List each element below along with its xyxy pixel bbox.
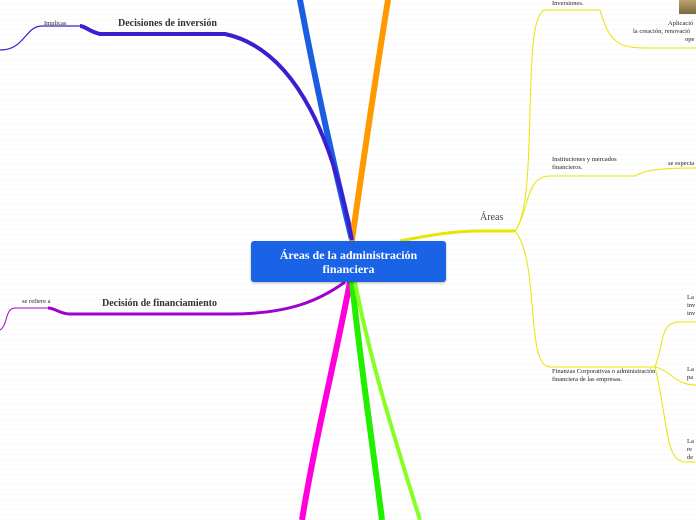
financing-branch-line [47, 280, 346, 316]
investment-branch-line [79, 24, 354, 241]
inversiones-detail-line2: la creación, renovació [633, 28, 691, 35]
financing-connector-line [0, 307, 48, 331]
corporativas-detail-2-line1: La [687, 366, 694, 373]
area-item-instituciones[interactable]: Instituciones y mercados financieros. [552, 156, 617, 171]
investment-connector-line [0, 25, 80, 51]
green-branch-line [349, 281, 385, 520]
area-item-corporativas[interactable]: Finanzas Corporativas o administración f… [552, 368, 656, 383]
corporativas-detail-3-line2: re [687, 446, 693, 453]
area-item-inversiones[interactable]: Inversiones. [552, 0, 584, 7]
corporativas-detail-1-line2: inv [687, 302, 696, 309]
instituciones-detail: se especia [668, 160, 695, 167]
areas-topic[interactable]: Áreas [480, 212, 504, 223]
areas-branch-line [399, 229, 515, 243]
investment-connector-label: Implicas [44, 20, 67, 27]
lime-branch-line [353, 281, 422, 520]
financing-decision-topic[interactable]: Decisión de financiamiento [102, 298, 217, 309]
corporativas-detail-2-line2: pa [687, 374, 694, 381]
central-topic[interactable]: Áreas de la administración financiera [251, 241, 446, 282]
inversiones-thumbnail-image [679, 0, 696, 14]
corporativas-detail-3-line1: La [687, 438, 694, 445]
corporativas-detail-1-line3: inv [687, 310, 696, 317]
financing-connector-label: se refiere a [22, 298, 51, 305]
inversiones-detail-line1: Aplicació [668, 20, 694, 27]
orange-branch-line [349, 0, 391, 243]
inversiones-detail-line3: ope [685, 36, 695, 43]
investment-decisions-topic[interactable]: Decisiones de inversión [118, 18, 217, 29]
corporativas-detail-1-line1: La [687, 294, 694, 301]
corporativas-detail-3-line3: de [687, 454, 694, 461]
central-topic-label: Áreas de la administración financiera [279, 247, 418, 276]
magenta-branch-line [299, 281, 353, 520]
